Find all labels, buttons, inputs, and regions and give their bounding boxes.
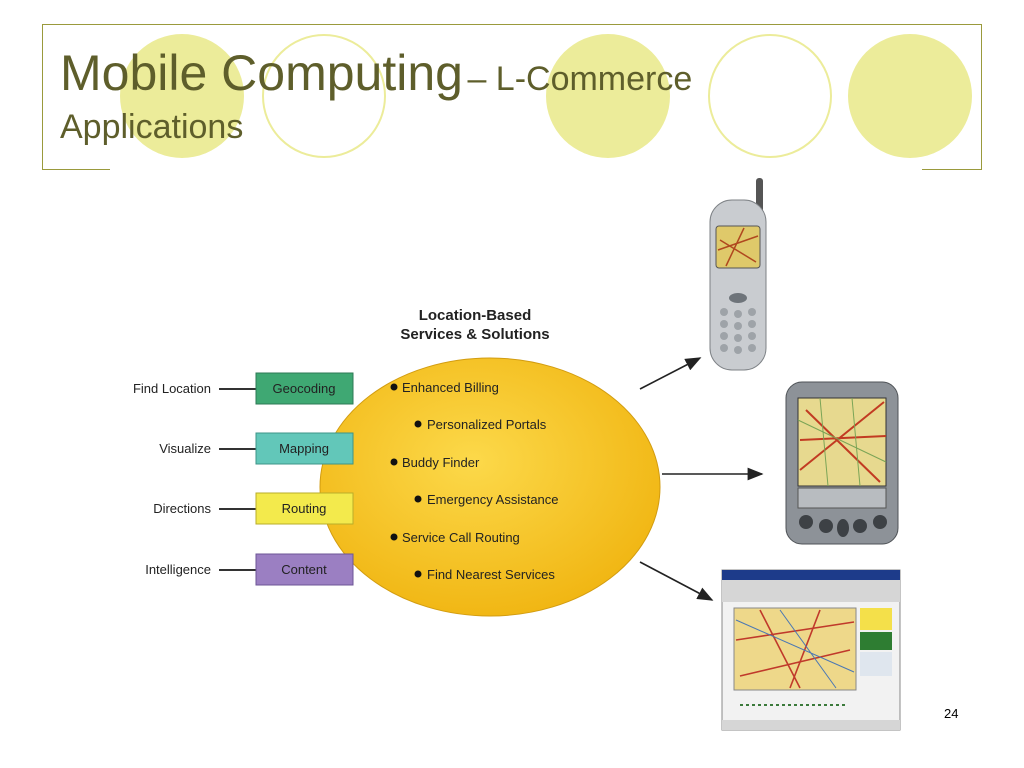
mobile-phone-icon (709, 178, 767, 371)
service-item: Enhanced Billing (390, 380, 499, 395)
input-row: Visualize Mapping (159, 432, 354, 465)
input-row: Intelligence Content (145, 553, 354, 586)
decorative-circle (120, 34, 244, 158)
input-label: Directions (153, 501, 211, 516)
hub-ellipse (319, 357, 661, 617)
title-sub: – L-Commerce (467, 60, 693, 98)
input-label: Find Location (133, 381, 211, 396)
input-row: Directions Routing (153, 492, 354, 525)
phone-screen (715, 225, 761, 269)
browser-statusbar (722, 720, 900, 730)
bullet-icon (414, 420, 422, 428)
input-row: Find Location Geocoding (133, 372, 354, 405)
decorative-circle (546, 34, 670, 158)
input-box-label: Content (281, 562, 327, 577)
service-item: Buddy Finder (390, 455, 480, 470)
hub-title-line2: Services & Solutions (400, 326, 549, 343)
service-item: Find Nearest Services (414, 567, 555, 582)
bullet-icon (390, 458, 398, 466)
service-label: Personalized Portals (427, 417, 547, 432)
service-label: Buddy Finder (402, 455, 480, 470)
service-label: Enhanced Billing (402, 380, 499, 395)
phone-map-lines (717, 227, 759, 267)
pda-icon (785, 381, 899, 545)
pda-graffiti-area (797, 487, 887, 509)
title-line2: Applications (60, 108, 244, 146)
browser-ad-1 (860, 608, 892, 630)
title-frame-gap (110, 168, 922, 172)
input-box-label: Routing (282, 501, 327, 516)
web-browser-icon (721, 569, 901, 731)
input-box-label: Geocoding (273, 381, 336, 396)
phone-nav-key (729, 293, 747, 303)
bullet-icon (390, 383, 398, 391)
input-label: Intelligence (145, 562, 211, 577)
browser-toolbar (722, 580, 900, 602)
slide-number: 24 (944, 706, 959, 721)
service-item: Personalized Portals (414, 417, 547, 432)
service-item: Service Call Routing (390, 530, 520, 545)
pda-buttons (799, 515, 887, 537)
service-label: Service Call Routing (402, 530, 520, 545)
browser-ad-3 (860, 652, 892, 676)
browser-ad-2 (860, 632, 892, 650)
input-box (255, 372, 354, 405)
pda-map-roads (799, 401, 887, 483)
browser-map-minor (735, 609, 855, 689)
pda-map-minor-roads (797, 397, 887, 487)
input-box (255, 432, 354, 465)
input-box-label: Mapping (279, 441, 329, 456)
input-box (255, 492, 354, 525)
input-label: Visualize (159, 441, 211, 456)
bullet-icon (414, 570, 422, 578)
service-label: Emergency Assistance (427, 492, 559, 507)
browser-titlebar (722, 570, 900, 580)
service-label: Find Nearest Services (427, 567, 555, 582)
slide-title: Mobile Computing – L-Commerce Applicatio… (60, 48, 692, 144)
bullet-icon (414, 495, 422, 503)
decorative-ring (262, 34, 386, 158)
arrow-to-phone (639, 357, 702, 390)
decorative-ring (708, 34, 832, 158)
phone-keypad (720, 308, 756, 354)
bullet-icon (390, 533, 398, 541)
decorative-circle (848, 34, 972, 158)
hub-title-line1: Location-Based (419, 307, 532, 324)
title-main: Mobile Computing (60, 45, 463, 101)
input-box (255, 553, 354, 586)
arrow-to-browser (639, 561, 714, 601)
service-item: Emergency Assistance (414, 492, 559, 507)
